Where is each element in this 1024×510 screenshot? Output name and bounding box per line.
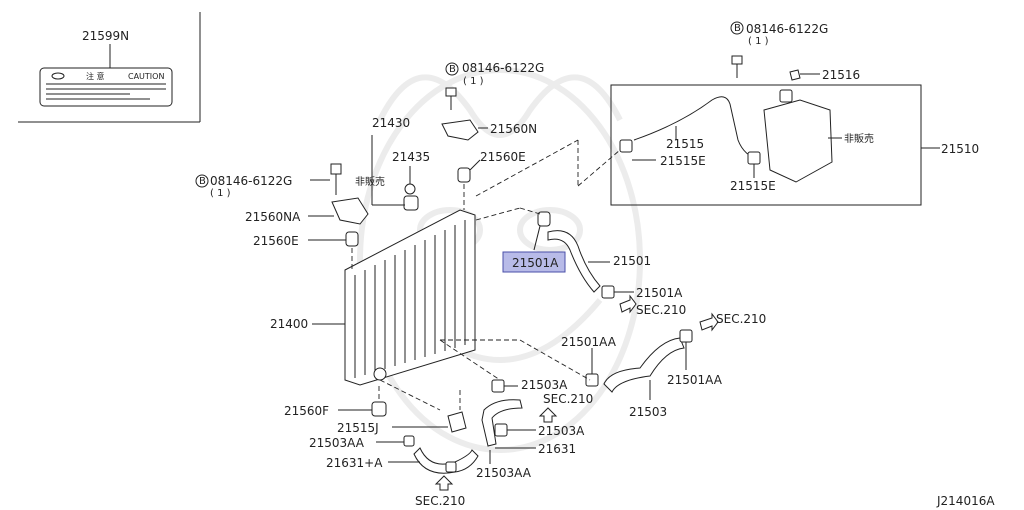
callout-sec210-right: SEC.210 (716, 312, 766, 326)
bolt-symbol-1: B (449, 64, 456, 75)
bracket-21560na (331, 197, 369, 225)
mount-rubber-21560e-top (457, 167, 471, 183)
bolt-left: B 08146-6122G ( 1 ) (195, 163, 342, 199)
callout-21510: 21510 (941, 142, 979, 156)
clamp-21503a-upper (491, 379, 505, 393)
cap-21516 (789, 69, 801, 81)
callout-21515j: 21515J (337, 421, 379, 435)
reservoir-tank (763, 99, 833, 183)
arrow-sec210-center-icon (619, 294, 637, 314)
callout-21503: 21503 (629, 405, 667, 419)
callout-21515e-right: 21515E (730, 179, 776, 193)
hose-21501 (547, 230, 601, 293)
clamp-21503a-mid (494, 423, 508, 437)
clamp-21515e-left (619, 139, 633, 153)
callout-21501: 21501 (613, 254, 651, 268)
callout-21631: 21631 (538, 442, 576, 456)
callout-bolt-top-right: 08146-6122G (746, 22, 828, 36)
radiator-cap (403, 195, 419, 211)
hose-21631a (413, 447, 479, 474)
callout-21501a: 21501A (636, 286, 683, 300)
clamp-21515e-right (747, 151, 761, 165)
clamp-bottom (445, 461, 457, 473)
caution-label-box: 21599N 注 意 CAUTION (18, 12, 201, 123)
mount-rubber-21560e-left (345, 231, 359, 247)
callout-21503a-mid: 21503A (538, 424, 585, 438)
hose-21515 (633, 96, 761, 161)
bolt-symbol-2: B (734, 23, 741, 34)
callout-21503aa-bottom: 21503AA (476, 466, 532, 480)
callout-21516: 21516 (822, 68, 860, 82)
cap-seal-21435 (404, 183, 416, 195)
callout-21435: 21435 (392, 150, 430, 164)
arrow-sec210-bottom-icon (434, 475, 454, 491)
callout-21560e-top: 21560E (480, 150, 526, 164)
not-for-sale-left: 非販売 (355, 175, 385, 188)
not-for-sale-right: 非販売 (844, 132, 874, 145)
reservoir-tank-box: 21510 非販売 21516 21515 21515E 21515E (610, 68, 979, 206)
reservoir-cap (779, 89, 793, 103)
clamp-21501aa-upper (585, 373, 599, 387)
mount-rubber-21560f (371, 401, 387, 417)
bolt-top-right: B 08146-6122G ( 1 ) (730, 21, 828, 78)
diagram-id: J214016A (936, 494, 995, 508)
callout-21430: 21430 (372, 116, 410, 130)
bracket-21560n (441, 119, 479, 141)
callout-21503aa-left: 21503AA (309, 436, 365, 450)
callout-bolt-top-center-qty: ( 1 ) (463, 76, 484, 87)
caution-jp-text: 注 意 (86, 71, 105, 81)
callout-21560na: 21560NA (245, 210, 301, 224)
bolt-symbol-3: B (199, 176, 206, 187)
caution-label (39, 67, 173, 107)
callout-21560e-left: 21560E (253, 234, 299, 248)
highlight-box-21501a[interactable] (502, 251, 566, 273)
clamp-21501a-top (537, 211, 551, 227)
callout-21503a-upper: 21503A (521, 378, 568, 392)
callout-21560f: 21560F (284, 404, 329, 418)
callout-21560n: 21560N (490, 122, 537, 136)
callout-21631a: 21631+A (326, 456, 383, 470)
callout-21501aa-right: 21501AA (667, 373, 723, 387)
hose-21631 (481, 399, 523, 447)
part-number-21599n: 21599N (82, 29, 129, 43)
callout-bolt-left-qty: ( 1 ) (210, 188, 231, 199)
drain-cock-21515j (447, 411, 467, 433)
caution-text: CAUTION (128, 72, 164, 81)
callout-bolt-top-center: 08146-6122G (462, 61, 544, 75)
arrow-sec210-mid-icon (538, 407, 558, 423)
drain-plug (373, 367, 387, 381)
brand-logo-icon (51, 72, 65, 80)
callout-bolt-top-right-qty: ( 1 ) (748, 36, 769, 47)
callout-21515: 21515 (666, 137, 704, 151)
callout-21515e-left: 21515E (660, 154, 706, 168)
callout-sec210-bottom: SEC.210 (415, 494, 465, 508)
callout-sec210-mid: SEC.210 (543, 392, 593, 406)
arrow-sec210-right-icon (699, 312, 719, 332)
clamp-21503aa-left (403, 435, 415, 447)
hose-21503 (603, 337, 685, 393)
bolt-top-center: B 08146-6122G ( 1 ) (445, 61, 544, 110)
callout-21400: 21400 (270, 317, 308, 331)
callout-sec210-center: SEC.210 (636, 303, 686, 317)
clamp-21501a (601, 285, 615, 299)
reservoir-frame (610, 84, 922, 206)
callout-21501aa-upper: 21501AA (561, 335, 617, 349)
callout-21501a-highlight[interactable]: 21501A (512, 256, 559, 270)
clamp-21501aa-right (679, 329, 693, 343)
callout-bolt-left: 08146-6122G (210, 174, 292, 188)
